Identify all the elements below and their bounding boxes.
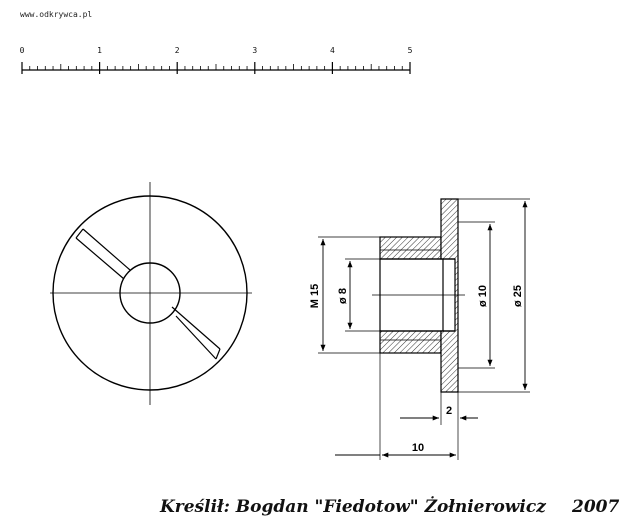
dim-hub: ø 10 (477, 285, 489, 307)
site-url: www.odkrywca.pl (20, 10, 92, 19)
scale-number: 1 (97, 46, 102, 55)
signature: Kreślił: Bogdan "Fiedotow" Żołnierowicz (159, 496, 546, 517)
dim-thread: M 15 (309, 284, 321, 308)
dim-bore: ø 8 (337, 288, 349, 304)
dim-total-length: 10 (412, 442, 424, 454)
dim-flange: ø 25 (512, 285, 524, 307)
scale-number: 5 (408, 46, 413, 55)
scale-number: 0 (20, 46, 25, 55)
scale-number: 2 (175, 46, 180, 55)
section-view: M 15 ø 8 ø 10 ø 25 2 10 (309, 198, 530, 460)
hatch-hub-bottom (379, 330, 442, 354)
scale-ruler: 0 1 2 3 4 5 (20, 46, 413, 74)
hatch-hub-top (379, 236, 442, 260)
dim-flange-thickness: 2 (446, 405, 452, 417)
scale-number: 4 (330, 46, 335, 55)
year: 2007 (571, 497, 619, 517)
scale-number: 3 (252, 46, 257, 55)
diagonal-slot (75, 228, 221, 360)
front-view (50, 182, 252, 405)
